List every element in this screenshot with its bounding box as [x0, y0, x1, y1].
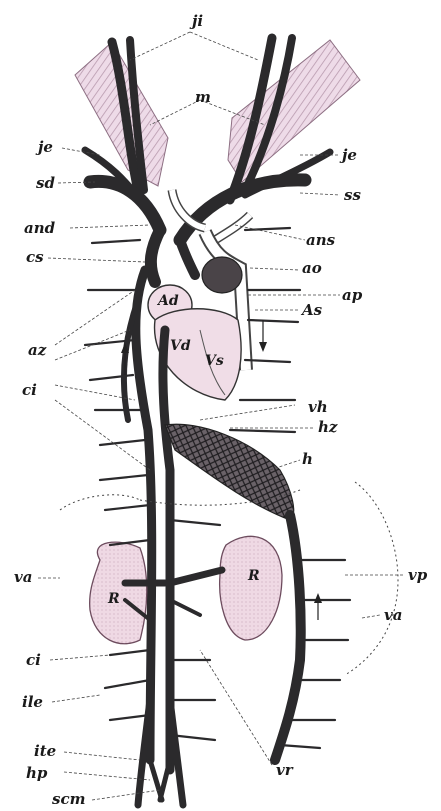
heart-label-ad: Ad: [156, 293, 179, 309]
subclavian-trunks: [90, 180, 305, 240]
label-vh: vh: [308, 398, 328, 416]
label-ite: ite: [34, 742, 56, 760]
portal-vein: [275, 515, 301, 760]
heart-label-vs: Vs: [205, 353, 224, 369]
kidney-label-right: R: [247, 568, 260, 584]
label-va-right: va: [384, 606, 402, 624]
label-va-left: va: [14, 568, 32, 586]
labels: ji m je je sd ss and ans cs ao ap As az …: [14, 12, 428, 808]
label-scm: scm: [52, 790, 85, 808]
kidney-label-left: R: [107, 591, 120, 607]
label-hz: hz: [318, 418, 338, 436]
kidney-right: R: [220, 536, 282, 640]
label-hp: hp: [26, 764, 48, 782]
main-veins: [124, 270, 170, 770]
label-vr: vr: [276, 761, 294, 779]
label-cs: cs: [26, 248, 44, 266]
label-m: m: [195, 88, 211, 106]
label-az: az: [28, 341, 47, 359]
label-ap: ap: [342, 286, 363, 304]
label-as: As: [300, 301, 323, 319]
label-je-left: je: [35, 138, 53, 156]
label-vp: vp: [408, 566, 428, 584]
heart-label-vd: Vd: [170, 338, 191, 354]
label-ile: ile: [22, 693, 43, 711]
label-and: and: [24, 219, 56, 237]
label-ao: ao: [302, 259, 322, 277]
label-ss: ss: [344, 186, 361, 204]
label-ci-lower: ci: [26, 651, 41, 669]
left-atrium: [202, 257, 242, 293]
liver: [165, 424, 294, 520]
label-je-right: je: [339, 146, 357, 164]
label-ji: ji: [189, 12, 203, 30]
kidney-left: R: [90, 542, 147, 644]
label-ans: ans: [306, 231, 336, 249]
label-sd: sd: [36, 174, 55, 192]
label-h: h: [302, 450, 313, 468]
label-ci-upper: ci: [22, 381, 37, 399]
